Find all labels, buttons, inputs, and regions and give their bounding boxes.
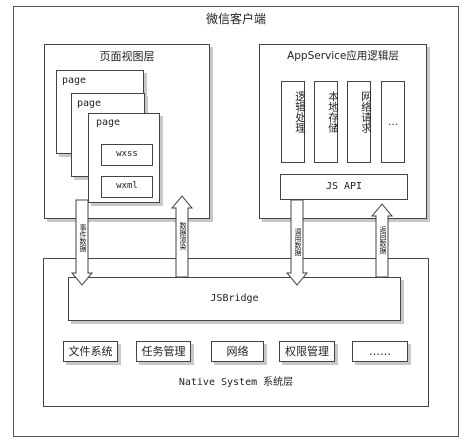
- module-network: [347, 81, 371, 163]
- call-data-label: 调用数据: [294, 228, 302, 256]
- native-item-network: [211, 341, 264, 362]
- native-item-task: [136, 341, 191, 362]
- module-more: [381, 81, 405, 163]
- jsbridge-box: [68, 277, 401, 321]
- js-api-box: [280, 174, 408, 200]
- module-logic: [281, 81, 305, 163]
- module-network-label: 网络请求: [360, 91, 372, 133]
- native-item-permission: [279, 341, 335, 362]
- module-storage: [314, 81, 338, 163]
- page-card-front-label: page: [96, 117, 121, 128]
- page-card-middle-label: page: [77, 98, 102, 109]
- wxss-box: [101, 144, 153, 166]
- wxss-label: wxss: [116, 149, 138, 159]
- native-item-network-label: 网络: [226, 345, 249, 358]
- native-item-more-label: ……: [369, 345, 391, 358]
- view-layer-title: 页面视图层: [99, 50, 155, 63]
- native-item-task-label: 任务管理: [141, 345, 186, 358]
- native-item-filesystem: [63, 341, 118, 362]
- return-data-label: 返回数据: [379, 226, 387, 254]
- wxml-label: wxml: [116, 181, 138, 191]
- native-item-filesystem-label: 文件系统: [68, 345, 113, 358]
- event-data-label: 事件数据: [79, 224, 87, 252]
- logic-layer-title: AppService应用逻辑层: [287, 50, 399, 62]
- jsbridge-label: JSBridge: [210, 293, 259, 304]
- wxml-box: [101, 176, 153, 198]
- native-item-more: [352, 341, 408, 362]
- page-card-back-label: page: [62, 75, 87, 86]
- module-more-label: …: [388, 117, 398, 128]
- js-api-label: JS API: [325, 181, 363, 192]
- module-logic-label: 逻辑处理: [294, 91, 306, 133]
- client-title: 微信客户端: [205, 12, 266, 26]
- module-storage-label: 本地存储: [327, 91, 339, 133]
- view-data-label: 数据渲染: [179, 222, 187, 250]
- native-item-permission-label: 权限管理: [285, 345, 329, 358]
- native-system-title: Native System 系统层: [178, 377, 294, 388]
